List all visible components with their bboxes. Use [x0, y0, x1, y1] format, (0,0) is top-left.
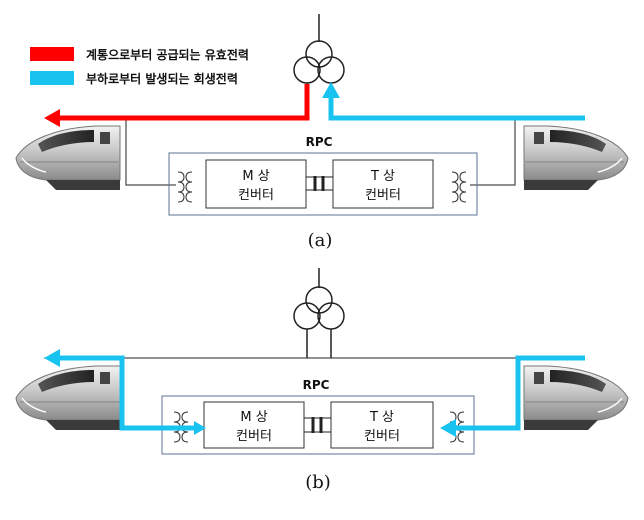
dc-link-capacitor [304, 417, 331, 433]
m-converter-line1: M 상 [240, 410, 267, 425]
legend-swatch-regen [30, 71, 74, 85]
transformer-symbol [293, 14, 345, 92]
t-converter-box [330, 401, 434, 449]
train-left [15, 365, 121, 431]
panel-a: 계통으로부터 공급되는 유효전력 부하로부터 발생되는 회생전력 RPC [15, 14, 628, 251]
dc-link-capacitor [306, 176, 333, 191]
m-converter-line2: 컨버터 [238, 188, 274, 203]
active-power-arrowhead [44, 109, 60, 127]
t-converter-line1: T 상 [369, 410, 394, 425]
legend-label-regen: 부하로부터 발생되는 회생전력 [86, 71, 238, 86]
train-left [15, 125, 121, 191]
m-converter-line1: M 상 [242, 169, 269, 184]
rpc-box [168, 152, 478, 216]
m-converter-box [205, 159, 307, 209]
t-converter-line1: T 상 [370, 169, 395, 184]
legend-swatch-active [30, 47, 74, 61]
legend-label-active: 계통으로부터 공급되는 유효전력 [86, 47, 249, 62]
regen-power-arrowhead [322, 82, 340, 98]
coil-right-icon [451, 171, 467, 203]
train-right [524, 126, 628, 190]
m-converter-line2: 컨버터 [236, 429, 272, 444]
caption-b: (b) [305, 472, 331, 493]
regen-output-arrowhead [44, 349, 60, 367]
regen-input-flow [454, 355, 585, 431]
m-converter-box [203, 401, 305, 449]
t-converter-line2: 컨버터 [365, 188, 401, 203]
regen-power-flow [328, 96, 585, 121]
coil-left-icon [177, 171, 193, 203]
regen-output-flow [58, 355, 198, 431]
caption-a: (a) [308, 230, 333, 251]
transformer-symbol [293, 268, 345, 358]
regen-input-arrowhead [440, 419, 456, 437]
t-converter-line2: 컨버터 [364, 429, 400, 444]
rpc-box [161, 395, 475, 455]
panel-b: RPC M 상 컨버터 T 상 컨버터 (b) [15, 268, 628, 493]
rpc-label: RPC [306, 135, 333, 149]
train-right [524, 366, 628, 430]
rpc-label: RPC [303, 378, 330, 392]
regen-m-arrowhead [194, 421, 206, 435]
active-power-flow [58, 84, 310, 121]
t-converter-box [332, 159, 434, 209]
